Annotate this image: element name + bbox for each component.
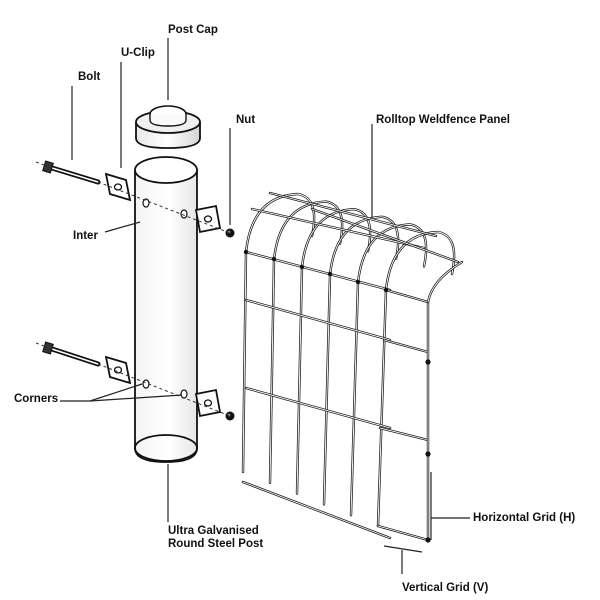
panel-node (425, 537, 431, 543)
rolltop-wire-highlight (357, 223, 427, 283)
alignment-lines (35, 161, 231, 417)
vertical-grid-label: Vertical Grid (V) (402, 582, 489, 594)
u-clip-icon (104, 355, 132, 385)
rolltop-top-wire-highlight (269, 192, 437, 237)
rolltop-wire (328, 215, 400, 276)
weld-joint (383, 287, 389, 293)
panel-label: Rolltop Weldfence Panel (376, 114, 510, 126)
vertical-wire-highlight (323, 274, 331, 505)
rolltop-wire (272, 200, 344, 261)
vertical-wire-highlight (269, 259, 275, 484)
rolltop-back-wire-highlight (311, 208, 459, 263)
vertical-wire-highlight (377, 289, 387, 527)
vertical-wire-highlight (350, 281, 359, 516)
bolt-label: Bolt (78, 71, 101, 83)
horizontal-wire-highlight (245, 251, 391, 291)
panel-node (425, 359, 431, 365)
weld-joint (355, 279, 361, 285)
nut-icon (225, 411, 235, 421)
rolltop-front-wire-highlight (251, 208, 425, 249)
weld-joint (271, 256, 277, 262)
horizontal-wire-highlight (242, 481, 391, 539)
leader-lines (60, 38, 470, 574)
vertical-wire-highlight (296, 266, 303, 495)
vertical-wire-highlight (242, 251, 247, 473)
grid-extension-wire-highlight (379, 427, 429, 441)
panel-node (425, 451, 431, 457)
nut-icon (225, 228, 235, 238)
rolltop-wire-highlight (273, 201, 343, 261)
nut-label: Nut (236, 114, 256, 126)
rolltop-end-wire (426, 260, 464, 304)
weld-joint (299, 264, 305, 270)
u-clip-icon (104, 172, 132, 202)
horizontal-wire-highlight (245, 387, 391, 429)
horizontal-wire-highlight (245, 299, 391, 341)
rolltop-wire-highlight (385, 231, 455, 291)
round-post-icon (134, 156, 198, 463)
fence-panel-icon (241, 191, 464, 543)
u-clip-icon (194, 204, 222, 234)
bolt-icon (42, 341, 101, 367)
grid-extension-wire-highlight (377, 525, 429, 541)
rolltop-wire (356, 223, 428, 284)
post-label: Ultra Galvanised Round Steel Post (168, 525, 308, 551)
grid-extension-wire-highlight (385, 289, 429, 303)
bolt-icon (42, 160, 101, 185)
u-clip-icon (194, 388, 222, 418)
post-cap-label: Post Cap (168, 24, 218, 36)
rolltop-wire-highlight (245, 193, 315, 253)
u-clip-label: U-Clip (121, 47, 155, 59)
post-label-line1: Ultra Galvanised (168, 525, 259, 537)
inter-label: Inter (73, 230, 98, 242)
rolltop-wire-highlight (329, 216, 399, 276)
rolltop-end-wire-highlight (427, 261, 463, 303)
post-label-line2: Round Steel Post (168, 538, 264, 550)
weld-joint (327, 271, 333, 277)
weld-joint (243, 249, 249, 255)
corners-label: Corners (14, 393, 59, 405)
grid-extension-wire-highlight (383, 339, 429, 353)
post-cap-icon (135, 105, 201, 149)
horizontal-grid-label: Horizontal Grid (H) (473, 512, 576, 524)
